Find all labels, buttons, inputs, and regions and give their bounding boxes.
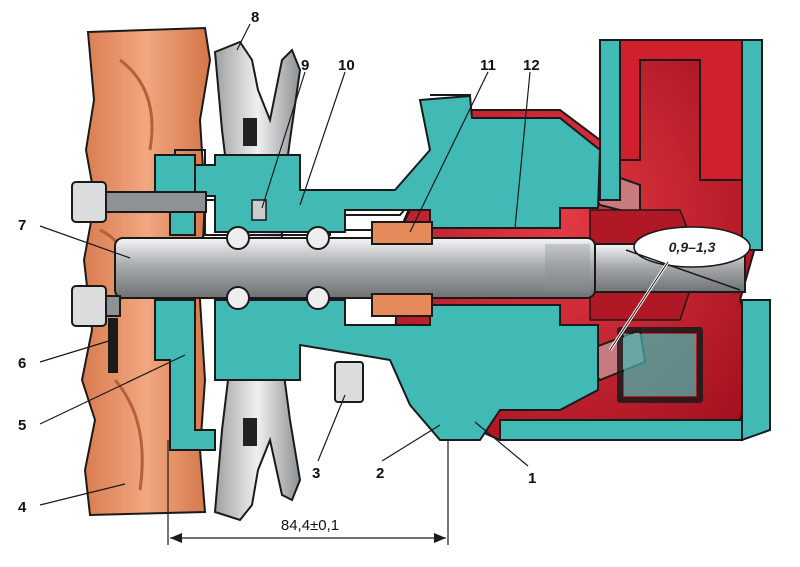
callout-6: 6: [18, 355, 26, 372]
clearance-annotation: 0,9–1,3: [608, 226, 751, 351]
callout-12: 12: [523, 57, 540, 74]
arrow-right-icon: [434, 533, 446, 543]
arrow-left-icon: [170, 533, 182, 543]
clearance-label: 0,9–1,3: [669, 239, 716, 255]
leader-lines: [39, 23, 531, 506]
callout-1: 1: [528, 470, 536, 487]
shaft-assembly: [114, 199, 746, 317]
callout-5: 5: [18, 417, 26, 434]
pump-housing: [154, 39, 771, 451]
dimension-overall-length: 84,4±0,1: [167, 440, 449, 545]
bolts: [71, 181, 364, 403]
callout-4: 4: [18, 499, 27, 516]
callout-9: 9: [301, 57, 309, 74]
callout-10: 10: [338, 57, 355, 74]
callout-2: 2: [376, 465, 384, 482]
callout-8: 8: [251, 9, 259, 26]
callout-7: 7: [18, 217, 26, 234]
callout-11: 11: [480, 57, 496, 74]
callout-labels: 8 9 10 11 12 7 6 5 4 3 2 1: [18, 9, 540, 516]
overall-length-label: 84,4±0,1: [281, 517, 339, 534]
callout-3: 3: [312, 465, 320, 482]
